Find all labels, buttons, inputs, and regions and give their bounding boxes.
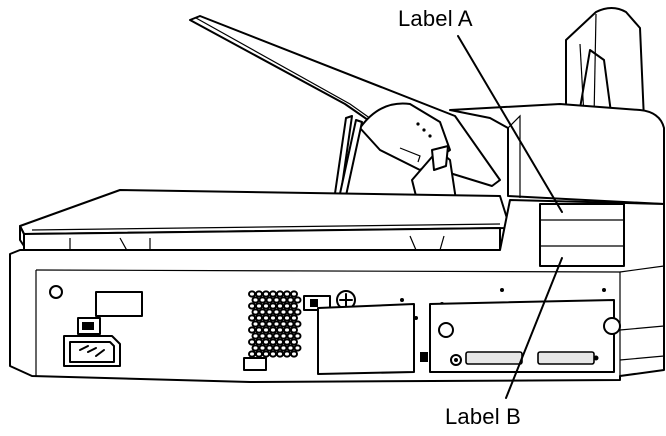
vent-hole bbox=[290, 314, 298, 322]
vent-hole bbox=[283, 302, 291, 310]
vent-hole bbox=[276, 290, 284, 298]
vent-hole bbox=[255, 350, 263, 358]
vent-hole bbox=[286, 308, 295, 316]
label-area bbox=[539, 203, 625, 267]
vent-hole bbox=[262, 350, 270, 358]
vent-hole bbox=[290, 302, 298, 310]
vent-hole bbox=[262, 338, 270, 346]
vent-hole bbox=[248, 338, 256, 346]
label-a-callout: Label A bbox=[398, 6, 473, 31]
vent-hole bbox=[272, 332, 281, 340]
vent-hole bbox=[276, 302, 284, 310]
power-inlet bbox=[63, 335, 121, 367]
vent-hole bbox=[269, 302, 277, 310]
vent-hole bbox=[283, 326, 291, 334]
interface-panel-right bbox=[420, 299, 621, 373]
ground-terminal bbox=[303, 290, 356, 311]
vent-hole bbox=[248, 350, 256, 358]
vent-hole bbox=[251, 308, 260, 316]
vent-hole bbox=[279, 296, 288, 304]
upper-housing bbox=[449, 103, 665, 205]
rating-plate bbox=[95, 291, 143, 317]
vent-hole bbox=[286, 332, 295, 340]
vent-hole bbox=[272, 320, 281, 328]
vent-hole bbox=[251, 296, 260, 304]
vent-hole bbox=[258, 296, 267, 304]
vent-hole bbox=[255, 314, 263, 322]
vent-hole bbox=[269, 338, 277, 346]
ventilation-grid bbox=[248, 290, 302, 358]
vent-hole bbox=[279, 344, 288, 352]
label-b-leader-line bbox=[505, 257, 563, 399]
vent-hole bbox=[276, 314, 284, 322]
connector-1 bbox=[465, 351, 523, 365]
vent-hole bbox=[248, 314, 256, 322]
vent-hole bbox=[286, 296, 295, 304]
vent-hole bbox=[272, 344, 281, 352]
label-a-leader-line bbox=[457, 35, 563, 213]
vent-hole bbox=[276, 338, 284, 346]
vent-hole bbox=[258, 332, 267, 340]
vent-hole bbox=[265, 332, 274, 340]
vent-hole bbox=[293, 320, 302, 328]
vent-hole bbox=[255, 338, 263, 346]
vent-hole bbox=[258, 344, 267, 352]
vent-hole bbox=[248, 326, 256, 334]
vent-hole bbox=[272, 296, 281, 304]
vent-hole bbox=[283, 338, 291, 346]
vent-hole bbox=[293, 344, 302, 352]
document-feeder-tray bbox=[189, 15, 501, 187]
vent-hole bbox=[255, 290, 263, 298]
vent-hole bbox=[293, 332, 302, 340]
interface-panel-left bbox=[317, 303, 415, 375]
vent-hole bbox=[262, 314, 270, 322]
vent-hole bbox=[286, 320, 295, 328]
vent-hole bbox=[293, 296, 302, 304]
vent-hole bbox=[258, 308, 267, 316]
vent-hole bbox=[251, 344, 260, 352]
vent-hole bbox=[276, 326, 284, 334]
vent-hole bbox=[265, 320, 274, 328]
vent-hole bbox=[248, 302, 256, 310]
vent-hole bbox=[258, 320, 267, 328]
vent-hole bbox=[262, 302, 270, 310]
bottom-port bbox=[243, 357, 267, 371]
vent-hole bbox=[262, 290, 270, 298]
connector-2 bbox=[537, 351, 595, 365]
vent-hole bbox=[269, 314, 277, 322]
vent-hole bbox=[290, 338, 298, 346]
vent-hole bbox=[283, 314, 291, 322]
label-b-callout: Label B bbox=[445, 404, 522, 429]
vent-hole bbox=[265, 296, 274, 304]
vent-hole bbox=[279, 308, 288, 316]
vent-hole bbox=[262, 326, 270, 334]
vent-hole bbox=[290, 350, 298, 358]
vent-hole bbox=[279, 332, 288, 340]
power-switch bbox=[77, 317, 101, 335]
vent-hole bbox=[272, 308, 281, 316]
vent-hole bbox=[269, 326, 277, 334]
vent-hole bbox=[265, 344, 274, 352]
vent-hole bbox=[279, 320, 288, 328]
scanner-bed bbox=[19, 189, 511, 257]
vent-hole bbox=[269, 350, 277, 358]
vent-hole bbox=[286, 344, 295, 352]
vent-hole bbox=[248, 290, 256, 298]
vent-hole bbox=[276, 350, 284, 358]
vent-hole bbox=[255, 326, 263, 334]
vent-hole bbox=[251, 332, 260, 340]
vent-hole bbox=[251, 320, 260, 328]
vent-hole bbox=[283, 290, 291, 298]
vent-hole bbox=[265, 308, 274, 316]
vent-hole bbox=[269, 290, 277, 298]
vent-hole bbox=[293, 308, 302, 316]
upper-paper-tray bbox=[565, 7, 645, 121]
vent-hole bbox=[283, 350, 291, 358]
vent-hole bbox=[290, 326, 298, 334]
vent-hole bbox=[255, 302, 263, 310]
vent-hole bbox=[290, 290, 298, 298]
